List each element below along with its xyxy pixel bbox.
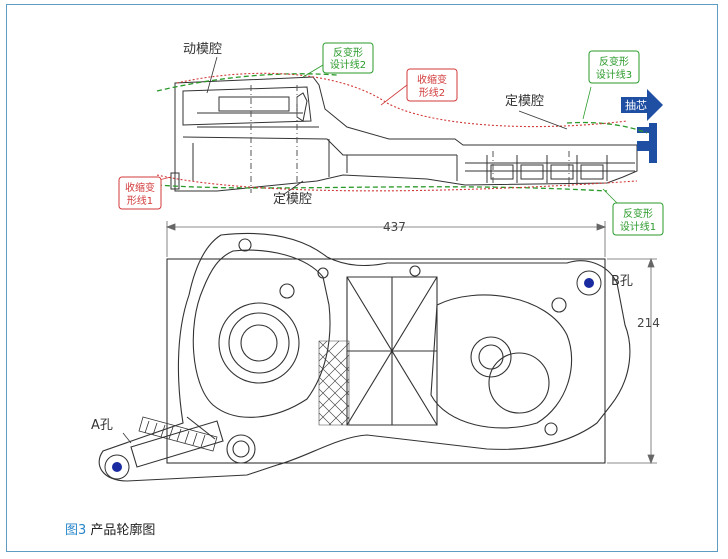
shrink-1-text-1: 收缩变: [125, 181, 155, 194]
core-pull-block: [621, 89, 663, 163]
fixed-cavity-bottom-label: 定模腔: [273, 192, 312, 207]
figure-frame: 抽芯 反变形 设计线2 反变形 设计线3 反变形 设计线1 收缩变 形线2 收缩…: [6, 4, 718, 552]
anti-deform-1-text-1: 反变形: [623, 207, 653, 220]
shrink-deformation-lines: [156, 72, 638, 192]
shrink-2-text-1: 收缩变: [417, 73, 447, 86]
callout-leaders: [154, 56, 620, 206]
hatched-rib-region: [318, 340, 350, 426]
product-outline-drawing: 抽芯 反变形 设计线2 反变形 设计线3 反变形 设计线1 收缩变 形线2 收缩…: [91, 42, 664, 482]
shrink-2-text-2: 形线2: [419, 86, 445, 99]
dimension-height-value: 214: [637, 316, 660, 330]
dimension-height: [607, 257, 657, 465]
hole-a: [104, 454, 130, 480]
serrated-bar: [138, 416, 218, 452]
shrink-1-text-2: 形线1: [127, 194, 153, 207]
moving-cavity-label: 动模腔: [183, 42, 222, 57]
fixed-cavity-top-label: 定模腔: [505, 94, 544, 109]
core-pull-label: 抽芯: [625, 98, 647, 112]
anti-deform-2-text-1: 反变形: [333, 46, 363, 59]
hole-b-label: B孔: [611, 274, 633, 289]
dimension-length: [165, 221, 607, 257]
bounding-box: [166, 258, 606, 464]
callout-anti-deform-1: [612, 202, 664, 236]
anti-deform-3-text-2: 设计线3: [596, 68, 632, 81]
hole-a-leader: [122, 432, 132, 444]
anti-deformation-lines: [156, 73, 648, 192]
anti-deform-2-text-2: 设计线2: [330, 58, 366, 71]
plan-view: [98, 232, 631, 482]
anti-deform-3-text-1: 反变形: [599, 55, 629, 68]
hole-a-label: A孔: [91, 418, 113, 433]
figure-caption: 图3 产品轮廓图: [65, 519, 155, 538]
hole-b: [576, 270, 602, 296]
callout-anti-deform-3: [588, 50, 640, 84]
anti-deform-1-text-2: 设计线1: [620, 220, 656, 233]
dimension-length-value: 437: [383, 220, 406, 234]
figure-caption-text: 产品轮廓图: [90, 523, 156, 538]
callout-shrink-1: [118, 176, 162, 210]
figure-number: 图3: [65, 523, 87, 538]
callout-anti-deform-2: [322, 42, 374, 74]
callout-shrink-2: [406, 68, 458, 102]
side-view: [170, 76, 638, 193]
